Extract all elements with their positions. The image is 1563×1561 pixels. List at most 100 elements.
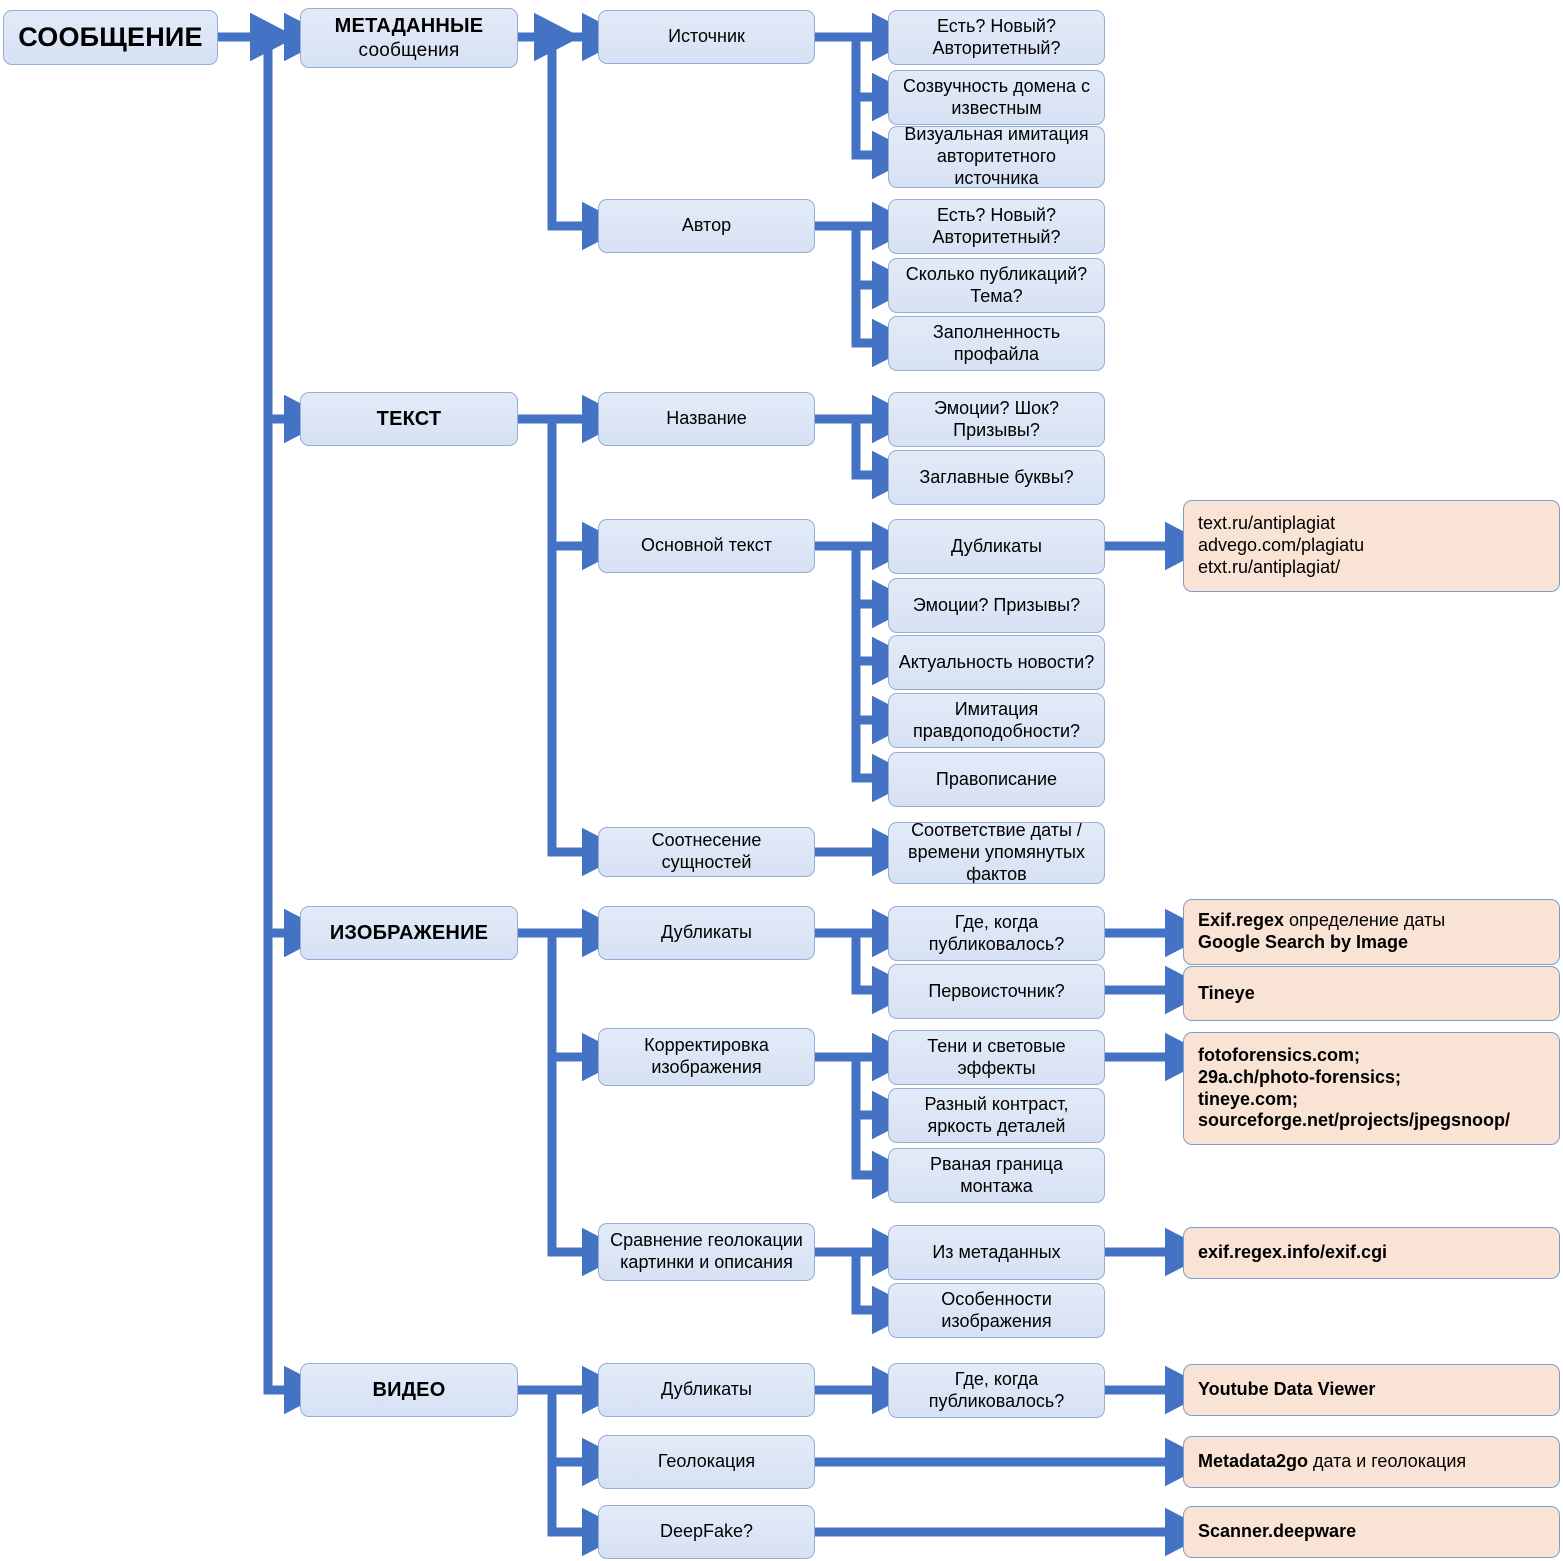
check-body-plausibility-imitation[interactable]: Имитация правдоподобности?	[888, 693, 1105, 748]
node-video-geolocation-label: Геолокация	[657, 1451, 756, 1472]
branch-node-metadata[interactable]: МЕТАДАННЫЕ сообщения	[300, 8, 518, 68]
node-entities-label: Соотнесение сущностей	[651, 830, 762, 872]
tool-box-photo-forensics-lines: fotoforensics.com; 29a.ch/photo-forensic…	[1198, 1045, 1510, 1133]
check-body-spelling-label: Правописание	[935, 768, 1058, 789]
tool-line-bold: Tineye	[1198, 982, 1255, 1003]
check-author-profile-completeness-label: Заполненность профайла	[932, 321, 1061, 364]
tool-line-bold: Exif.regex	[1198, 910, 1285, 931]
check-video-where-when-published[interactable]: Где, когда публиковалось?	[888, 1363, 1105, 1418]
check-body-news-relevance[interactable]: Актуальность новости?	[888, 635, 1105, 690]
check-author-exists-label: Есть? Новый? Авторитетный?	[932, 204, 1061, 247]
tool-box-youtube-data-viewer-lines: Youtube Data Viewer	[1198, 1379, 1375, 1401]
check-video-where-when-published-label: Где, когда публиковалось?	[928, 1368, 1065, 1411]
node-body-text-label: Основной текст	[641, 535, 772, 556]
branch-text-label: ТЕКСТ	[376, 407, 442, 430]
check-image-from-metadata[interactable]: Из метаданных	[888, 1225, 1105, 1280]
check-body-news-relevance-label: Актуальность новости?	[898, 651, 1095, 672]
tool-line: sourceforge.net/projects/jpegsnoop/	[1198, 1110, 1510, 1132]
check-body-duplicates[interactable]: Дубликаты	[888, 519, 1105, 574]
check-source-domain-similarity[interactable]: Созвучность домена с известным	[888, 70, 1105, 125]
check-image-ragged-montage-edge[interactable]: Рваная граница монтажа	[888, 1148, 1105, 1203]
check-image-ragged-montage-edge-label: Рваная граница монтажа	[930, 1153, 1063, 1196]
tool-box-tineye-lines: Tineye	[1198, 983, 1255, 1005]
tool-box-plagiarism[interactable]: text.ru/antiplagiat advego.com/plagiatu …	[1183, 500, 1560, 592]
node-headline[interactable]: Название	[598, 392, 815, 446]
check-headline-emotions[interactable]: Эмоции? Шок? Призывы?	[888, 392, 1105, 447]
check-image-original-source[interactable]: Первоисточник?	[888, 964, 1105, 1019]
node-image-correction-label: Корректировка изображения	[644, 1035, 769, 1077]
node-author[interactable]: Автор	[598, 199, 815, 253]
check-headline-capitals[interactable]: Заглавные буквы?	[888, 450, 1105, 505]
tool-box-scanner-deepware[interactable]: Scanner.deepware	[1183, 1506, 1560, 1558]
check-image-shadows-light[interactable]: Тени и световые эффекты	[888, 1030, 1105, 1085]
tool-box-youtube-data-viewer[interactable]: Youtube Data Viewer	[1183, 1364, 1560, 1416]
tool-line: text.ru/antiplagiat	[1198, 513, 1336, 534]
node-video-deepfake-label: DeepFake?	[659, 1521, 754, 1542]
tool-line: fotoforensics.com;	[1198, 1045, 1510, 1067]
check-source-exists[interactable]: Есть? Новый? Авторитетный?	[888, 10, 1105, 65]
node-source[interactable]: Источник	[598, 10, 815, 64]
check-author-profile-completeness[interactable]: Заполненность профайла	[888, 316, 1105, 371]
check-body-emotions-label: Эмоции? Призывы?	[912, 594, 1081, 615]
branch-video-label: ВИДЕО	[372, 1378, 446, 1401]
tool-line-bold: exif.regex.info/exif.cgi	[1198, 1242, 1388, 1263]
tool-box-scanner-deepware-lines: Scanner.deepware	[1198, 1521, 1356, 1543]
node-author-label: Автор	[681, 215, 732, 236]
check-image-from-metadata-label: Из метаданных	[932, 1241, 1061, 1262]
tool-box-photo-forensics[interactable]: fotoforensics.com; 29a.ch/photo-forensic…	[1183, 1032, 1560, 1145]
tool-box-exif-cgi[interactable]: exif.regex.info/exif.cgi	[1183, 1227, 1560, 1279]
branch-node-image[interactable]: ИЗОБРАЖЕНИЕ	[300, 906, 518, 960]
node-video-deepfake[interactable]: DeepFake?	[598, 1505, 815, 1559]
check-author-exists[interactable]: Есть? Новый? Авторитетный?	[888, 199, 1105, 254]
branch-image-label: ИЗОБРАЖЕНИЕ	[329, 921, 489, 944]
node-image-duplicates[interactable]: Дубликаты	[598, 906, 815, 960]
tool-box-exif-cgi-lines: exif.regex.info/exif.cgi	[1198, 1242, 1387, 1264]
check-entities-datetime-match[interactable]: Соответствие даты / времени упомянутых ф…	[888, 822, 1105, 884]
check-image-features[interactable]: Особенности изображения	[888, 1283, 1105, 1338]
node-video-duplicates[interactable]: Дубликаты	[598, 1363, 815, 1417]
check-image-original-source-label: Первоисточник?	[928, 980, 1065, 1001]
tool-line: Google Search by Image	[1198, 932, 1445, 954]
tool-line-bold: tineye.com;	[1198, 1088, 1299, 1109]
check-body-spelling[interactable]: Правописание	[888, 752, 1105, 807]
node-entities[interactable]: Соотнесение сущностей	[598, 827, 815, 877]
tool-line-bold: Scanner.deepware	[1198, 1521, 1357, 1542]
node-video-geolocation[interactable]: Геолокация	[598, 1435, 815, 1489]
check-image-where-when-published[interactable]: Где, когда публиковалось?	[888, 906, 1105, 961]
branch-metadata-label: МЕТАДАННЫЕ	[334, 15, 484, 38]
tool-line-bold: Youtube Data Viewer	[1198, 1379, 1376, 1400]
tool-line-bold: fotoforensics.com;	[1198, 1044, 1361, 1065]
root-node-message[interactable]: СООБЩЕНИЕ	[3, 10, 218, 65]
check-image-shadows-light-label: Тени и световые эффекты	[927, 1035, 1066, 1078]
tool-box-tineye[interactable]: Tineye	[1183, 966, 1560, 1021]
tool-box-exif-google[interactable]: Exif.regex определение даты Google Searc…	[1183, 899, 1560, 965]
tool-box-exif-google-lines: Exif.regex определение даты Google Searc…	[1198, 910, 1445, 954]
check-body-emotions[interactable]: Эмоции? Призывы?	[888, 578, 1105, 633]
node-body-text[interactable]: Основной текст	[598, 519, 815, 573]
root-node-label: СООБЩЕНИЕ	[18, 22, 203, 53]
tool-line: 29a.ch/photo-forensics;	[1198, 1067, 1510, 1089]
check-entities-datetime-match-label: Соответствие даты / времени упомянутых ф…	[908, 822, 1085, 884]
check-author-publications[interactable]: Сколько публикаций? Тема?	[888, 258, 1105, 313]
tool-line: exif.regex.info/exif.cgi	[1198, 1242, 1387, 1264]
node-image-duplicates-label: Дубликаты	[661, 922, 752, 943]
check-image-contrast-brightness[interactable]: Разный контраст, яркость деталей	[888, 1088, 1105, 1143]
tool-box-plagiarism-lines: text.ru/antiplagiat advego.com/plagiatu …	[1198, 513, 1364, 579]
tool-line: tineye.com;	[1198, 1089, 1510, 1111]
branch-node-video[interactable]: ВИДЕО	[300, 1363, 518, 1417]
tool-line-bold: Metadata2go	[1198, 1451, 1309, 1472]
node-image-geolocation-label: Сравнение геолокации картинки и описания	[610, 1230, 803, 1272]
node-image-correction[interactable]: Корректировка изображения	[598, 1028, 815, 1086]
check-image-contrast-brightness-label: Разный контраст, яркость деталей	[924, 1093, 1069, 1136]
check-headline-emotions-label: Эмоции? Шок? Призывы?	[934, 397, 1059, 440]
node-source-label: Источник	[668, 26, 745, 47]
tool-box-metadata2go[interactable]: Metadata2go дата и геолокация	[1183, 1436, 1560, 1488]
branch-metadata-sublabel: сообщения	[358, 39, 460, 61]
tool-line-bold: sourceforge.net/projects/jpegsnoop/	[1198, 1110, 1511, 1131]
check-source-visual-imitation[interactable]: Визуальная имитация авторитетного источн…	[888, 126, 1105, 188]
tool-line: Metadata2go дата и геолокация	[1198, 1451, 1466, 1473]
branch-node-text[interactable]: ТЕКСТ	[300, 392, 518, 446]
tool-box-metadata2go-lines: Metadata2go дата и геолокация	[1198, 1451, 1466, 1473]
node-image-geolocation[interactable]: Сравнение геолокации картинки и описания	[598, 1223, 815, 1281]
